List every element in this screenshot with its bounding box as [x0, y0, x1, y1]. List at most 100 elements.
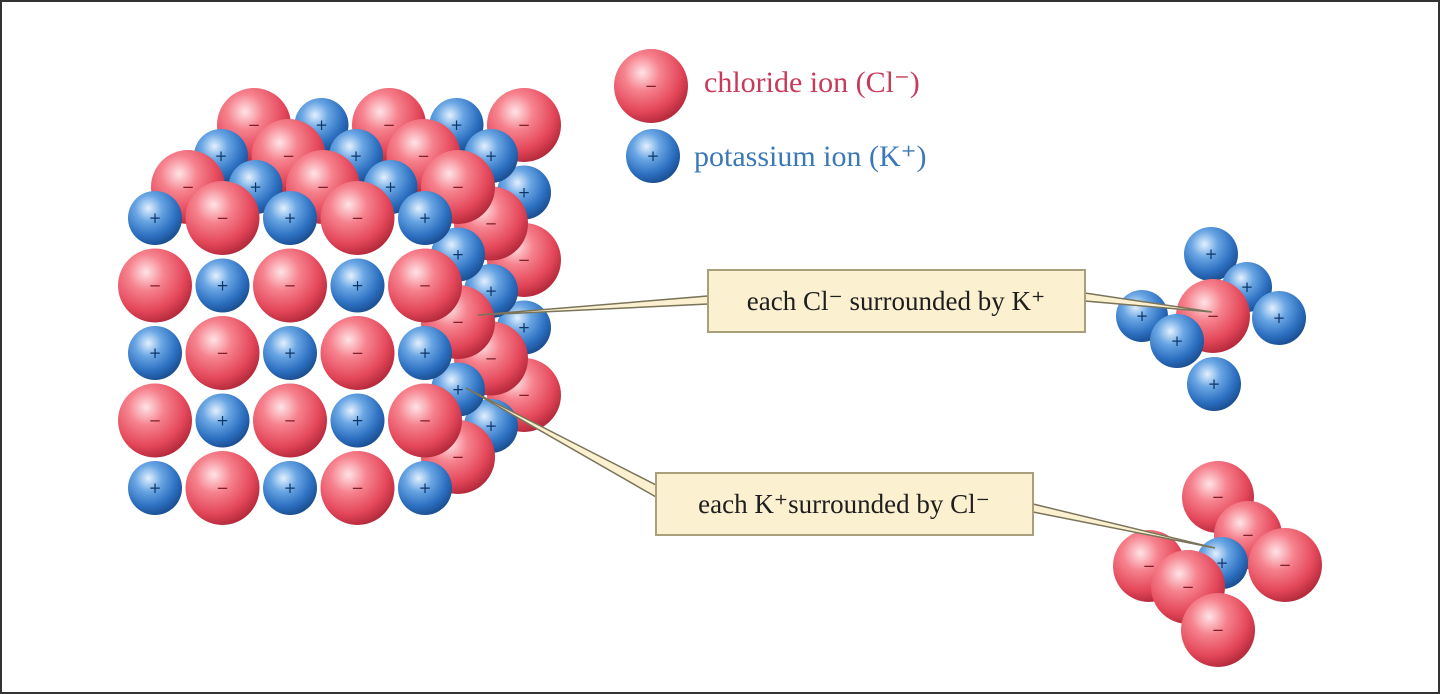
plus-sign: + [284, 479, 297, 497]
chloride-sphere [320, 181, 395, 255]
potassium-sphere [1150, 314, 1204, 368]
chloride-sphere [1248, 528, 1322, 602]
potassium-sphere [330, 393, 385, 448]
plus-sign: + [518, 184, 531, 202]
callout-cl-surrounded: each Cl⁻ surrounded by K⁺ [747, 286, 1045, 316]
potassium-sphere [263, 191, 317, 245]
chloride-ion: − [320, 451, 395, 525]
plus-sign: + [216, 412, 229, 430]
chloride-sphere [320, 451, 395, 525]
chloride-sphere [320, 316, 395, 390]
potassium-ion: + [128, 461, 182, 515]
minus-sign: − [419, 277, 432, 295]
potassium-sphere [398, 191, 452, 245]
minus-sign: − [1212, 621, 1225, 639]
minus-sign: − [485, 215, 498, 233]
minus-sign: − [1143, 557, 1156, 575]
potassium-ion: + [263, 326, 317, 380]
potassium-ion: + [330, 258, 385, 313]
legend-chloride-ion: − [614, 49, 688, 123]
minus-sign: − [1242, 526, 1255, 544]
plus-sign: + [485, 417, 498, 435]
minus-sign: − [317, 178, 330, 196]
minus-sign: − [485, 350, 498, 368]
minus-sign: − [518, 251, 531, 269]
potassium-ion: + [1252, 291, 1306, 345]
chloride-sphere [185, 181, 260, 255]
minus-sign: − [518, 386, 531, 404]
plus-sign: + [1241, 278, 1254, 296]
plus-sign: + [351, 412, 364, 430]
plus-sign: + [215, 147, 228, 165]
chloride-ion: − [1248, 528, 1322, 602]
plus-sign: + [419, 479, 432, 497]
plus-sign: + [452, 381, 465, 399]
potassium-sphere [128, 191, 182, 245]
legend-chloride-label: chloride ion (Cl⁻) [704, 66, 920, 99]
potassium-ion: + [263, 191, 317, 245]
plus-sign: + [249, 178, 262, 196]
minus-sign: − [383, 116, 396, 134]
potassium-sphere [195, 258, 250, 313]
chloride-ion: − [388, 248, 462, 323]
minus-sign: − [351, 344, 364, 362]
minus-sign: − [351, 209, 364, 227]
potassium-sphere [128, 326, 182, 380]
chloride-sphere [388, 248, 462, 323]
ion-lattice: −+−+−+−+−+−+−+−+−+−+−+−+−+−+−+−+−+−+−+−+… [118, 49, 688, 525]
chloride-coordination-cluster: +++−+++ [1116, 227, 1306, 411]
minus-sign: − [419, 412, 432, 430]
minus-sign: − [1182, 578, 1195, 596]
plus-sign: + [450, 116, 463, 134]
minus-sign: − [351, 479, 364, 497]
potassium-sphere [195, 393, 250, 448]
potassium-ion: + [398, 461, 452, 515]
chloride-sphere [388, 383, 462, 458]
chloride-ion: − [253, 248, 327, 323]
minus-sign: − [216, 344, 229, 362]
chloride-sphere [118, 248, 192, 323]
plus-sign: + [419, 344, 432, 362]
plus-sign: + [452, 246, 465, 264]
minus-sign: − [248, 116, 261, 134]
potassium-sphere [330, 258, 385, 313]
plus-sign: + [1136, 307, 1149, 325]
chloride-ion: − [388, 383, 462, 458]
callout-k-surrounded: each K⁺surrounded by Cl⁻ [698, 489, 990, 519]
potassium-ion: + [398, 326, 452, 380]
plus-sign: + [351, 277, 364, 295]
potassium-ion: + [195, 393, 250, 448]
minus-sign: − [216, 479, 229, 497]
chloride-sphere [185, 451, 260, 525]
potassium-ion: + [128, 191, 182, 245]
chloride-ion: − [253, 383, 327, 458]
minus-sign: − [645, 77, 658, 95]
chloride-sphere [118, 383, 192, 458]
potassium-sphere [1187, 357, 1241, 411]
minus-sign: − [149, 277, 162, 295]
plus-sign: + [284, 209, 297, 227]
potassium-ion: + [195, 258, 250, 313]
plus-sign: + [647, 147, 660, 165]
potassium-ion: + [398, 191, 452, 245]
plus-sign: + [149, 479, 162, 497]
minus-sign: − [417, 147, 430, 165]
plus-sign: + [518, 319, 531, 337]
plus-sign: + [1208, 375, 1221, 393]
plus-sign: + [485, 282, 498, 300]
chloride-sphere [253, 383, 327, 458]
chloride-sphere [614, 49, 688, 123]
chloride-ion: − [185, 316, 260, 390]
potassium-ion: + [330, 393, 385, 448]
potassium-sphere [263, 326, 317, 380]
plus-sign: + [1205, 245, 1218, 263]
plus-sign: + [1171, 332, 1184, 350]
chloride-ion: − [185, 181, 260, 255]
minus-sign: − [518, 116, 531, 134]
plus-sign: + [485, 147, 498, 165]
plus-sign: + [419, 209, 432, 227]
plus-sign: + [1273, 309, 1286, 327]
minus-sign: − [1212, 488, 1225, 506]
plus-sign: + [315, 116, 328, 134]
